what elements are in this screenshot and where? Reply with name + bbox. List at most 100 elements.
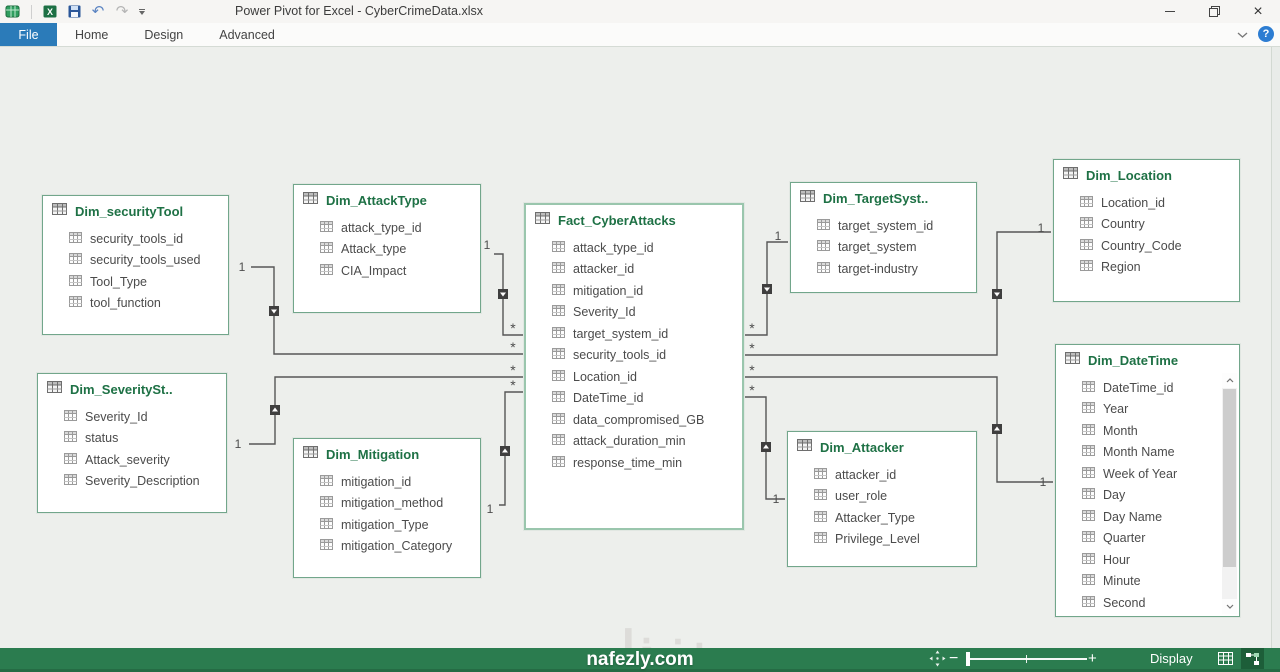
field-row[interactable]: Month bbox=[1056, 420, 1239, 442]
table-header[interactable]: Dim_Mitigation bbox=[294, 439, 480, 466]
canvas-vertical-scrollbar[interactable] bbox=[1271, 47, 1280, 648]
field-row[interactable]: Year bbox=[1056, 399, 1239, 421]
field-row[interactable]: Severity_Id bbox=[526, 302, 742, 324]
field-row[interactable]: tool_function bbox=[43, 293, 228, 315]
field-row[interactable]: Severity_Description bbox=[38, 471, 226, 493]
field-row[interactable]: Attacker_Type bbox=[788, 507, 976, 529]
field-row[interactable]: Day bbox=[1056, 485, 1239, 507]
field-row[interactable]: Country bbox=[1054, 214, 1239, 236]
field-row[interactable]: Location_id bbox=[526, 366, 742, 388]
field-row[interactable]: CIA_Impact bbox=[294, 260, 480, 282]
field-row[interactable]: Country_Code bbox=[1054, 235, 1239, 257]
field-row[interactable]: Minute bbox=[1056, 571, 1239, 593]
field-label: Tool_Type bbox=[90, 274, 147, 289]
field-row[interactable]: Week of Year bbox=[1056, 463, 1239, 485]
table-header[interactable]: Dim_DateTime bbox=[1056, 345, 1239, 372]
tab-home[interactable]: Home bbox=[75, 27, 109, 42]
field-row[interactable]: DateTime_id bbox=[526, 388, 742, 410]
table-header[interactable]: Dim_TargetSyst.. bbox=[791, 183, 976, 210]
close-button[interactable]: × bbox=[1253, 2, 1263, 20]
relationship-dim_mitigation-to-fact_cyber_attacks[interactable]: 1* bbox=[487, 377, 523, 516]
zoom-in-button[interactable]: + bbox=[1088, 650, 1097, 667]
field-row[interactable]: attacker_id bbox=[788, 464, 976, 486]
field-row[interactable]: Quarter bbox=[1056, 528, 1239, 550]
field-row[interactable]: Location_id bbox=[1054, 192, 1239, 214]
field-row[interactable]: target_system bbox=[791, 237, 976, 259]
field-row[interactable]: security_tools_used bbox=[43, 250, 228, 272]
qat-customize-icon[interactable] bbox=[139, 8, 145, 15]
zoom-out-button[interactable]: − bbox=[949, 649, 959, 667]
table-header[interactable]: Dim_Location bbox=[1054, 160, 1239, 187]
table-header[interactable]: Dim_AttackType bbox=[294, 185, 480, 212]
field-row[interactable]: security_tools_id bbox=[43, 228, 228, 250]
restore-button[interactable] bbox=[1192, 0, 1236, 23]
field-row[interactable]: attacker_id bbox=[526, 259, 742, 281]
diagram-view-icon-active[interactable] bbox=[1241, 648, 1264, 669]
field-row[interactable]: Region bbox=[1054, 257, 1239, 279]
redo-icon[interactable]: ↷ bbox=[115, 2, 129, 20]
table-header[interactable]: Dim_Attacker bbox=[788, 432, 976, 459]
tab-advanced[interactable]: Advanced bbox=[219, 27, 275, 42]
table-header[interactable]: Dim_securityTool bbox=[43, 196, 228, 223]
field-label: Attack_type bbox=[341, 242, 407, 257]
data-view-icon[interactable] bbox=[1214, 648, 1237, 669]
relationship-dim_attack_type-to-fact_cyber_attacks[interactable]: 1* bbox=[484, 238, 523, 336]
zoom-slider-thumb[interactable] bbox=[966, 652, 970, 666]
scroll-up-icon[interactable] bbox=[1222, 373, 1237, 388]
field-row[interactable]: mitigation_id bbox=[526, 280, 742, 302]
field-row[interactable]: attack_duration_min bbox=[526, 431, 742, 453]
field-row[interactable]: target_system_id bbox=[526, 323, 742, 345]
save-icon[interactable] bbox=[65, 3, 83, 21]
field-row[interactable]: mitigation_id bbox=[294, 471, 480, 493]
field-row[interactable]: Severity_Id bbox=[38, 406, 226, 428]
undo-icon[interactable]: ↶ bbox=[91, 2, 105, 20]
scrollbar-thumb[interactable] bbox=[1223, 389, 1236, 567]
field-row[interactable]: attack_type_id bbox=[526, 237, 742, 259]
ribbon-collapse-icon[interactable] bbox=[1237, 25, 1248, 43]
field-row[interactable]: target-industry bbox=[791, 258, 976, 280]
relationship-dim_target_system-to-fact_cyber_attacks[interactable]: 1* bbox=[745, 229, 788, 336]
table-header[interactable]: Fact_CyberAttacks bbox=[526, 205, 742, 232]
scroll-down-icon[interactable] bbox=[1222, 599, 1237, 614]
field-label: Year bbox=[1103, 402, 1129, 417]
field-row[interactable]: target_system_id bbox=[791, 215, 976, 237]
field-row[interactable]: Tool_Type bbox=[43, 271, 228, 293]
field-row[interactable]: Second bbox=[1056, 592, 1239, 614]
field-row[interactable]: DateTime_id bbox=[1056, 377, 1239, 399]
field-row[interactable]: user_role bbox=[788, 486, 976, 508]
field-row[interactable]: Day Name bbox=[1056, 506, 1239, 528]
field-row[interactable]: status bbox=[38, 428, 226, 450]
field-row[interactable]: response_time_min bbox=[526, 452, 742, 474]
field-row[interactable]: Month Name bbox=[1056, 442, 1239, 464]
field-row[interactable]: Hour bbox=[1056, 549, 1239, 571]
field-row[interactable]: Attack_severity bbox=[38, 449, 226, 471]
fit-to-screen-icon[interactable] bbox=[929, 648, 946, 669]
tab-file[interactable]: File bbox=[0, 23, 57, 46]
field-row[interactable]: mitigation_method bbox=[294, 493, 480, 515]
table-header[interactable]: Dim_SeveritySt.. bbox=[38, 374, 226, 401]
field-row[interactable]: Attack_type bbox=[294, 239, 480, 261]
powerpivot-app-icon[interactable] bbox=[4, 3, 22, 21]
field-row[interactable]: mitigation_Category bbox=[294, 536, 480, 558]
table-scrollbar[interactable] bbox=[1222, 373, 1237, 614]
field-row[interactable]: data_compromised_GB bbox=[526, 409, 742, 431]
field-row[interactable]: mitigation_Type bbox=[294, 514, 480, 536]
help-icon[interactable]: ? bbox=[1258, 26, 1274, 42]
field-row[interactable]: attack_type_id bbox=[294, 217, 480, 239]
field-row[interactable]: Privilege_Level bbox=[788, 529, 976, 551]
relationship-dim_attacker-to-fact_cyber_attacks[interactable]: 1* bbox=[745, 382, 785, 506]
excel-icon[interactable]: X bbox=[41, 3, 59, 21]
tab-design[interactable]: Design bbox=[144, 27, 184, 42]
field-row[interactable]: security_tools_id bbox=[526, 345, 742, 367]
minimize-button[interactable] bbox=[1148, 0, 1192, 23]
